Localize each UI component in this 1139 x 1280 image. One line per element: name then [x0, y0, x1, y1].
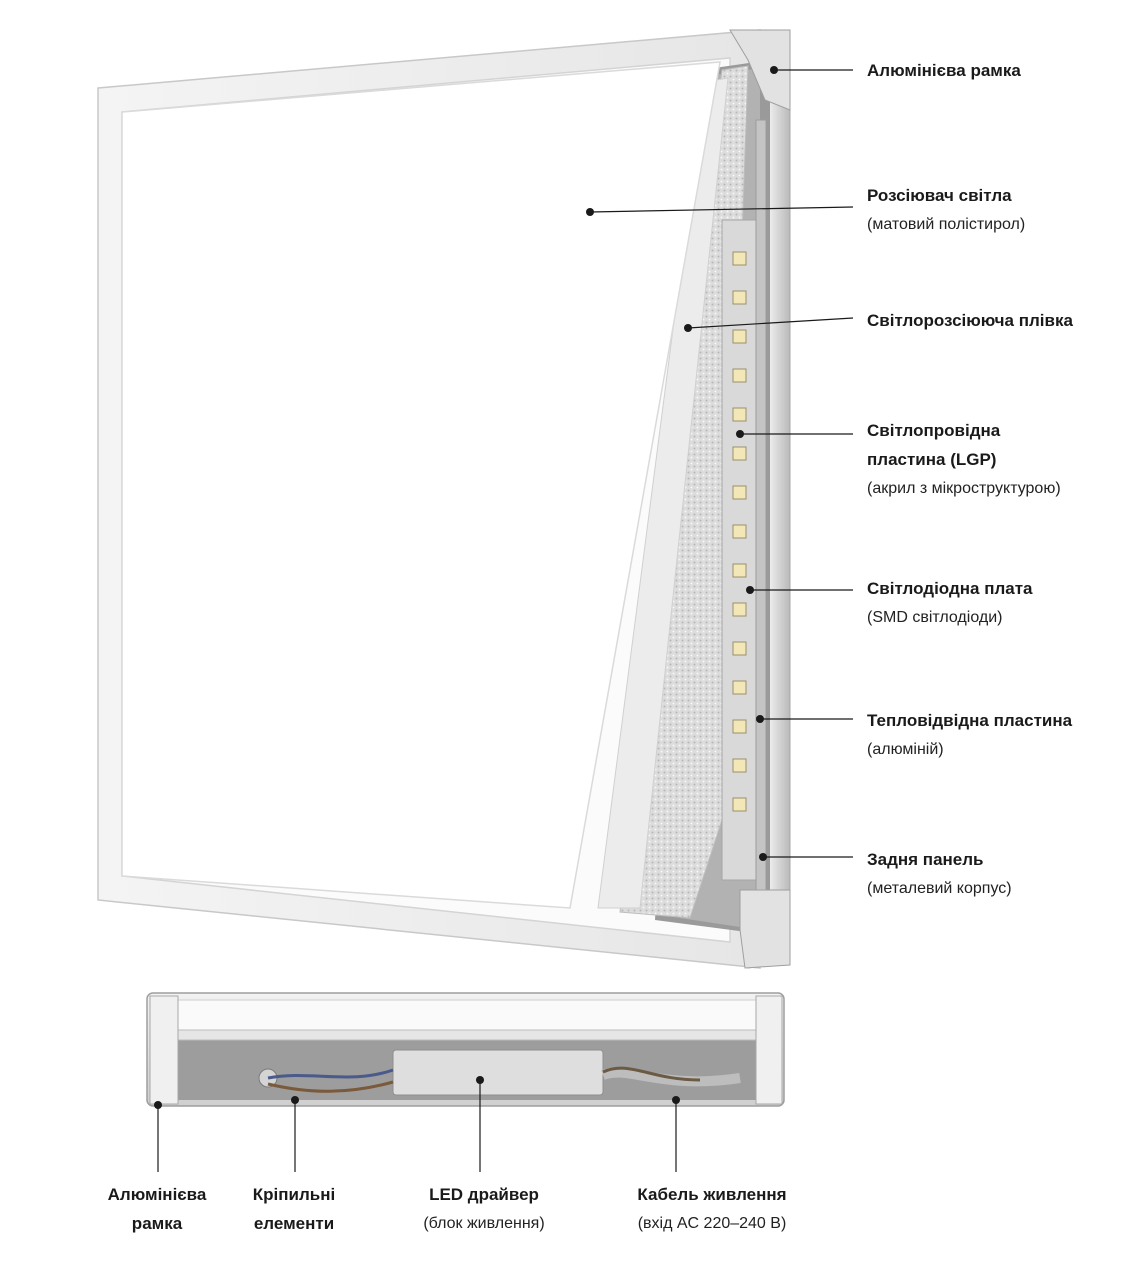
label-title-line2: елементи [253, 1214, 335, 1233]
label-aluminium-frame: Алюмінієва рамка [867, 56, 1021, 85]
label-title-line1: Кріпильні [252, 1185, 336, 1204]
diffuser-sheet [121, 61, 721, 909]
leader-dot [154, 1101, 162, 1109]
frame-corner-top [729, 29, 791, 111]
led-chip [732, 641, 747, 656]
led-chip [732, 719, 747, 734]
led-chips [732, 251, 747, 812]
label-diffusion-film: Світлорозсіююча плівка [867, 306, 1073, 335]
label-power-cable: Кабель живлення (вхід AC 220–240 В) [637, 1180, 786, 1238]
led-chip [732, 485, 747, 500]
led-chip [732, 251, 747, 266]
led-chip [732, 680, 747, 695]
label-heatsink: Тепловідвідна пластина (алюміній) [867, 706, 1072, 764]
power-cable-core [602, 1066, 701, 1082]
frame-corner-bottom [739, 889, 791, 969]
leader-dot [736, 430, 744, 438]
led-chip [732, 797, 747, 812]
label-title: Кабель живлення [637, 1185, 787, 1204]
leader-line [589, 206, 854, 213]
leader-dot [770, 66, 778, 74]
label-subtitle: (алюміній) [867, 741, 944, 758]
leader-dot [746, 586, 754, 594]
label-subtitle: (металевий корпус) [867, 880, 1012, 897]
leader-dot [756, 715, 764, 723]
label-title: Алюмінієва рамка [867, 61, 1021, 80]
label-subtitle: (блок живлення) [423, 1215, 545, 1232]
label-title: Світлодіодна плата [867, 579, 1033, 598]
leader-dot [672, 1096, 680, 1104]
label-title-line2: пластина (LGP) [867, 450, 997, 469]
led-driver-box [392, 1049, 604, 1096]
diffusion-film [597, 77, 729, 909]
label-led-board: Світлодіодна плата (SMD світлодіоди) [867, 574, 1033, 632]
wire-left [267, 1068, 394, 1080]
label-title-line1: Алюмінієва [107, 1185, 207, 1204]
cross-section [146, 992, 785, 1107]
led-chip [732, 563, 747, 578]
label-led-driver: LED драйвер (блок живлення) [423, 1180, 544, 1238]
label-back-panel: Задня панель (металевий корпус) [867, 845, 1012, 903]
profile-left-wall [149, 995, 179, 1105]
power-cable [601, 1067, 741, 1087]
leader-dot [586, 208, 594, 216]
label-subtitle: (акрил з мікроструктурою) [867, 480, 1061, 497]
label-subtitle: (матовий полістирол) [867, 216, 1026, 233]
leader-dot [291, 1096, 299, 1104]
label-title-line1: Світлопровідна [867, 421, 1001, 440]
led-chip [732, 758, 747, 773]
label-title: Розсіювач світла [867, 186, 1012, 205]
wire-left-2 [267, 1080, 394, 1093]
led-chip [732, 446, 747, 461]
leader-dot [759, 853, 767, 861]
leader-lines [154, 66, 854, 1172]
led-chip [732, 329, 747, 344]
led-chip [732, 290, 747, 305]
label-title-line2: рамка [131, 1214, 183, 1233]
profile-diffuser-line [174, 1029, 761, 1041]
label-title: Світлорозсіююча плівка [867, 311, 1073, 330]
label-light-diffuser: Розсіювач світла (матовий полістирол) [867, 181, 1025, 239]
profile-right-wall [755, 995, 783, 1105]
leader-dot [684, 324, 692, 332]
led-chip [732, 524, 747, 539]
led-chip [732, 368, 747, 383]
label-title: LED драйвер [429, 1185, 539, 1204]
heatsink-plate [755, 119, 767, 891]
label-lgp: Світлопровідна пластина (LGP) (акрил з м… [867, 416, 1061, 503]
label-fasteners: Кріпильні елементи [253, 1180, 335, 1238]
led-panel [97, 29, 791, 969]
led-chip [732, 602, 747, 617]
led-chip [732, 407, 747, 422]
leader-line [687, 317, 854, 329]
label-title: Задня панель [867, 850, 984, 869]
leader-dot [476, 1076, 484, 1084]
label-subtitle: (SMD світлодіоди) [867, 609, 1003, 626]
label-subtitle: (вхід AC 220–240 В) [637, 1215, 787, 1232]
profile-top-strip [174, 999, 761, 1031]
led-board [721, 219, 757, 881]
label-bottom-aluminium-frame: Алюмінієва рамка [108, 1180, 207, 1238]
label-title: Тепловідвідна пластина [867, 711, 1073, 730]
